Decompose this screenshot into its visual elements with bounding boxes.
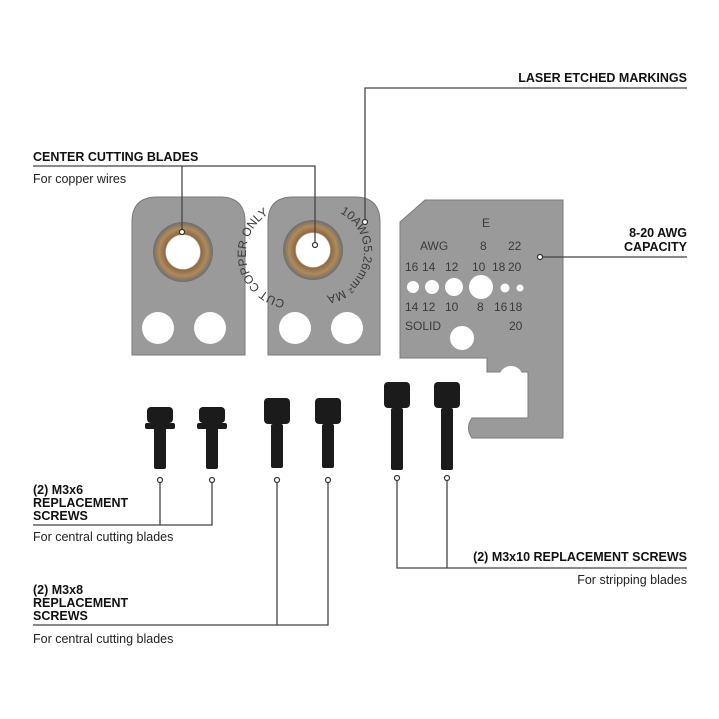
etching-value: 12 [422,300,436,314]
etching-awg: AWG [420,239,448,253]
etching-value: 12 [445,260,459,274]
screws-m3x10 [384,382,460,470]
m3x8-label-line2: REPLACEMENT [33,596,129,610]
etching-value: 10 [472,260,486,274]
etching-value: 16 [405,260,419,274]
m3x10-subtitle: For stripping blades [577,573,687,587]
etching-value: 10 [445,300,459,314]
etching-value: 16 [494,300,508,314]
screws-m3x8 [264,398,341,468]
m3x8-subtitle: For central cutting blades [33,632,173,646]
etching-value: 18 [492,260,506,274]
m3x8-label-line3: SCREWS [33,609,88,623]
center-cutting-blades-subtitle: For copper wires [33,172,126,186]
etching-value: 14 [405,300,419,314]
screws-m3x6 [145,407,227,469]
etching-value: 18 [509,300,523,314]
leader-lines [33,87,687,626]
m3x6-subtitle: For central cutting blades [33,530,173,544]
etching-value: 8 [480,239,487,253]
m3x6-label-line3: SCREWS [33,509,88,523]
m3x6-label-line2: REPLACEMENT [33,496,129,510]
etching-value: 20 [508,260,522,274]
etching-letter: E [482,216,490,230]
capacity-label-line1: 8-20 AWG [629,226,687,240]
laser-etched-markings-label: LASER ETCHED MARKINGS [518,71,687,85]
center-cutting-blades-label: CENTER CUTTING BLADES [33,150,198,164]
etching-solid: SOLID [405,319,441,333]
etching-value: 20 [509,319,523,333]
stripping-blade: E AWG 8 22 16 14 12 10 18 20 14 12 10 8 … [399,199,564,439]
m3x6-label-line1: (2) M3x6 [33,483,83,497]
m3x10-label: (2) M3x10 REPLACEMENT SCREWS [473,550,687,564]
etching-value: 22 [508,239,522,253]
capacity-label-line2: CAPACITY [624,240,688,254]
m3x8-label-line1: (2) M3x8 [33,583,83,597]
etching-value: 14 [422,260,436,274]
center-cutting-blade-left [131,196,246,356]
etching-value: 8 [477,300,484,314]
